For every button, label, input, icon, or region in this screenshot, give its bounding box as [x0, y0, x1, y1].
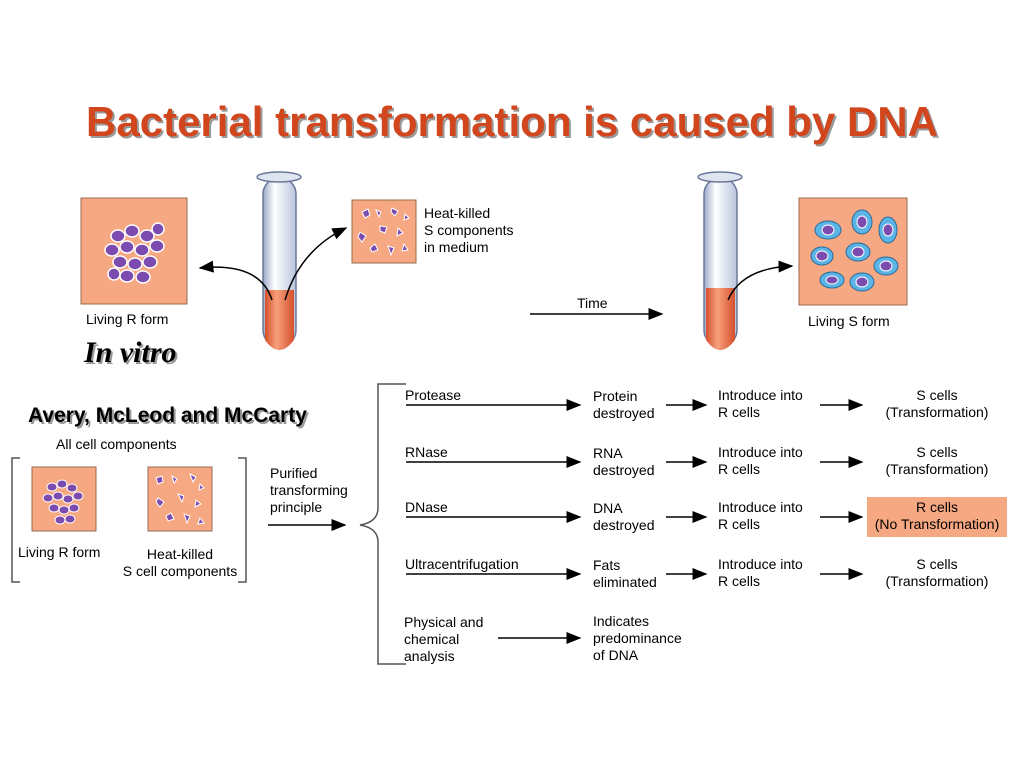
- living-r-small-label: Living R form: [18, 544, 101, 560]
- outcome-4: S cells(Transformation): [885, 556, 989, 589]
- curved-arrow-tube2: [727, 260, 794, 301]
- outcome-3: R cells(No Transformation): [874, 499, 1000, 532]
- s-fragments: [357, 207, 410, 257]
- r-cells: [104, 222, 165, 284]
- test-tube-1: [256, 171, 302, 350]
- left-bracket: [11, 457, 20, 583]
- page-title: Bacterial transformation is caused by DN…: [86, 98, 938, 145]
- purified-label: Purified transforming principle: [270, 465, 348, 515]
- s-cells: [810, 209, 899, 292]
- heat-killed-small-label: Heat-killed S cell components: [122, 546, 238, 579]
- living-r-label: Living R form: [86, 311, 169, 327]
- all-components-label: All cell components: [56, 436, 177, 452]
- authors-label: Avery, McLeod and McCarty: [28, 404, 307, 427]
- living-r-panel: [80, 197, 188, 305]
- heat-killed-label: Heat-killed S components in medium: [424, 205, 514, 255]
- curved-arrow-right: [284, 227, 348, 301]
- no-transformation-highlight: [867, 497, 1007, 537]
- test-tube-2: [697, 171, 743, 350]
- outcome-1: S cells(Transformation): [885, 387, 989, 420]
- outcome-2: S cells(Transformation): [885, 444, 989, 477]
- in-vitro-label: In vitro: [84, 336, 177, 369]
- right-bracket: [238, 457, 247, 583]
- living-s-label: Living S form: [808, 313, 890, 329]
- curly-brace: [359, 383, 406, 665]
- curved-arrow-left: [198, 260, 273, 301]
- treatment-protease: Protease: [405, 387, 462, 403]
- time-label: Time: [577, 295, 608, 311]
- treatment-ultracentrifugation: Ultracentrifugation: [405, 556, 519, 572]
- treatment-dnase: DNase: [405, 499, 448, 515]
- treatment-rnase: RNase: [405, 444, 448, 460]
